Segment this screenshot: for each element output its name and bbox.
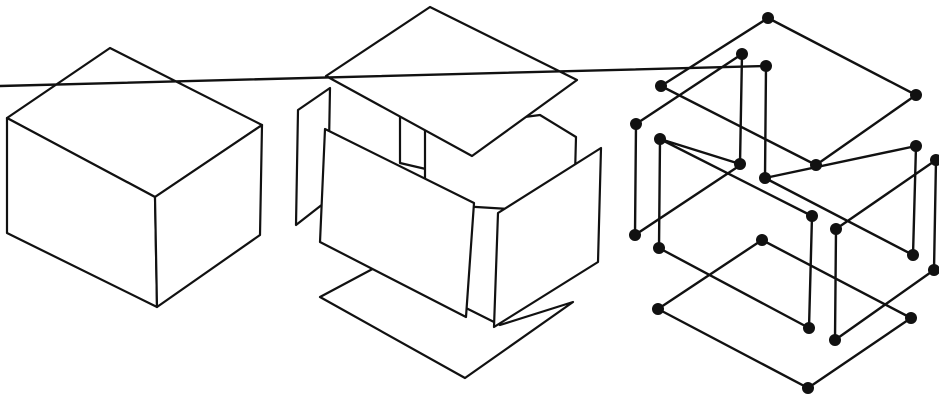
vertex-dot xyxy=(830,223,842,235)
vertex-dot xyxy=(760,60,772,72)
vertex-dot xyxy=(762,12,774,24)
vertex-dot xyxy=(829,334,841,346)
vertex-dot xyxy=(910,89,922,101)
vertex-dot xyxy=(655,80,667,92)
vertex-dot xyxy=(629,229,641,241)
vertex-dot xyxy=(910,140,922,152)
vertex-dot xyxy=(806,210,818,222)
vertex-dot xyxy=(654,133,666,145)
exploded-faces-panel xyxy=(296,7,601,378)
vertex-dot xyxy=(905,312,917,324)
vertex-dot xyxy=(759,172,771,184)
vertex-dot xyxy=(907,249,919,261)
vertex-dot xyxy=(756,234,768,246)
vertex-dot xyxy=(652,303,664,315)
solid-box-panel xyxy=(7,48,262,307)
vertex-dot xyxy=(736,48,748,60)
vertex-dot xyxy=(802,382,814,394)
vertex-dot xyxy=(810,159,822,171)
vertex-dot xyxy=(803,322,815,334)
vertex-dot xyxy=(653,242,665,254)
vertex-dot xyxy=(734,158,746,170)
vertex-dot xyxy=(630,118,642,130)
visible-edges xyxy=(7,48,262,307)
